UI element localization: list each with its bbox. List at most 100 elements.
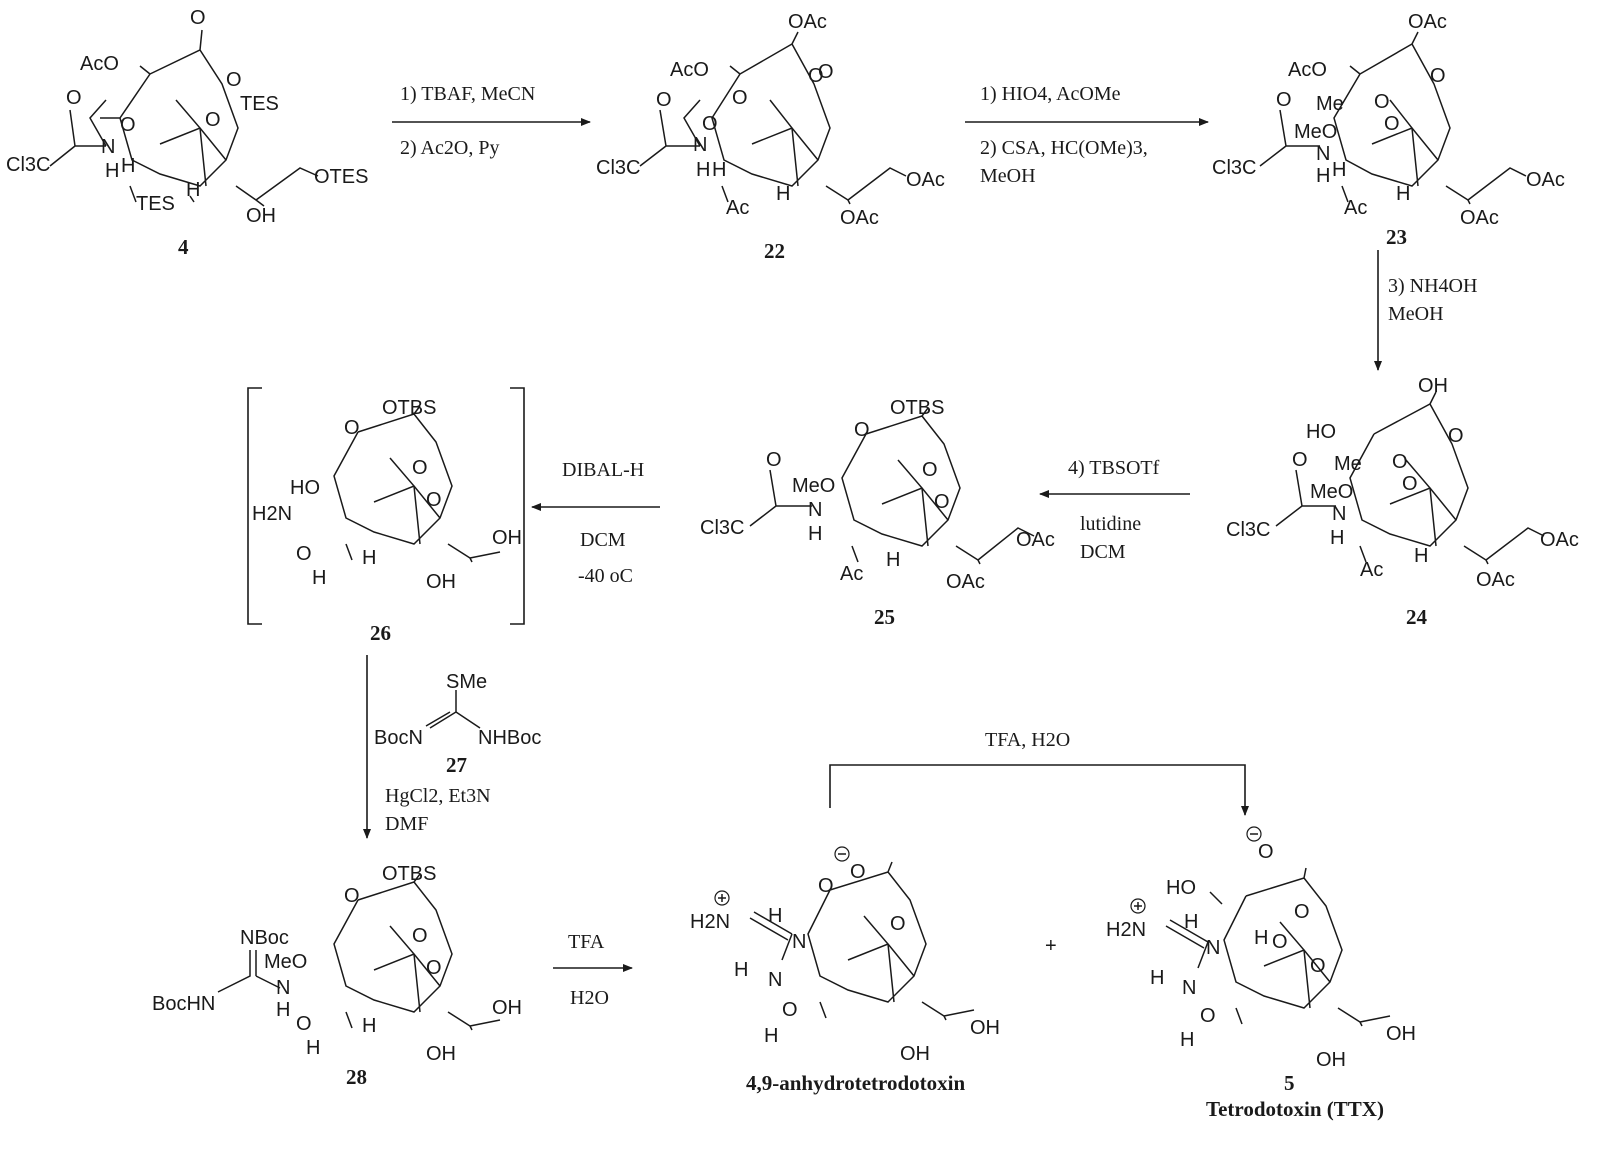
c4-atom-1: O [190,7,206,29]
c28-atom-10: O [296,1013,312,1035]
ttx-name: Tetrodotoxin (TTX) [1206,1097,1384,1121]
c22-atom-2: AcO [670,59,709,81]
c26-atom-7: O [296,543,312,565]
c23-atom-1: OAc [1408,11,1447,33]
c25-atom-10: Ac [840,563,863,585]
c22-atom-4: O [732,87,748,109]
c28-label: 28 [346,1065,367,1089]
c4-atom-9: Cl3C [6,154,50,176]
arrow-anhydro-to-5 [829,764,1249,816]
compound-28: OTBS O O NBoc MeO O BocHN N H O H H OH O… [152,863,522,1089]
condition-24-to-25-step2: lutidine [1080,513,1141,535]
c25-atom-1: OTBS [890,397,944,419]
c22-atom-6: O [818,61,834,83]
ttx-atom-2: HO [1166,877,1196,899]
c26-atom-9: H [362,547,376,569]
ttx-atom-13: H [1180,1029,1194,1051]
c22-atom-7: N [693,134,707,156]
c27-atom-1: SMe [446,671,487,693]
c28-atom-2: O [344,885,360,907]
c28-atom-11: H [306,1037,320,1059]
c23-atom-15: OAc [1526,169,1565,191]
condition-22-to-23-step3: MeOH [980,165,1036,187]
c24-atom-12: Ac [1360,559,1383,581]
c23-atom-13: Ac [1344,197,1367,219]
ttx-atom-10: H [1150,967,1164,989]
c23-atom-16: OAc [1460,207,1499,229]
c24-atom-6: O [1448,425,1464,447]
ttx-atom-4: H2N [1106,919,1146,941]
c28-atom-9: H [276,999,290,1021]
c23-atom-14: H [1396,183,1410,205]
c4-atom-13: H [186,179,200,201]
c23-atom-8: N [1316,143,1330,165]
c28-atom-13: OH [492,997,522,1019]
c4-atom-14: OTES [314,166,368,188]
reaction-arrows [363,118,1382,972]
c27-atom-2: BocN [374,727,423,749]
c25-atom-2: O [854,419,870,441]
c25-atom-8: Cl3C [700,517,744,539]
c26-atom-1: OTBS [382,397,436,419]
ttx-atom-9: O [1310,955,1326,977]
c4-atom-4: O [205,109,221,131]
c25-atom-7: H [808,523,822,545]
anhydro-atom-7: H [734,959,748,981]
condition-23-to-24-step1: 3) NH4OH [1388,275,1477,297]
ttx-atom-6: N [1206,937,1220,959]
anhydro-atom-11: OH [970,1017,1000,1039]
condition-anhydro-to-5: TFA, H2O [985,729,1070,751]
c25-atom-3: O [922,459,938,481]
c26-atom-3: O [412,457,428,479]
anhydro-atom-12: OH [900,1043,930,1065]
c22-atom-9: Cl3C [596,157,640,179]
condition-24-to-25-step3: DCM [1080,541,1126,563]
condition-25-to-26-step3: -40 oC [578,565,633,587]
c22-atom-11: H [712,159,726,181]
c24-atom-10: Cl3C [1226,519,1270,541]
condition-25-to-26-step1: DIBAL-H [562,459,644,481]
compound-25: OTBS O O MeO O N H Cl3C O Ac H OAc OAc 2… [700,397,1055,629]
anhydro-atom-3: O [890,913,906,935]
c26-atom-2: O [344,417,360,439]
c23-atom-11: O [1276,89,1292,111]
c22-atom-13: H [776,183,790,205]
c24-atom-7: O [1402,473,1418,495]
c23-atom-5: MeO [1294,121,1337,143]
condition-24-to-25-step1: 4) TBSOTf [1068,457,1160,479]
c22-label: 22 [764,239,785,263]
ttx-number: 5 [1284,1071,1295,1095]
c25-label: 25 [874,605,895,629]
c4-atom-6: O [120,114,136,136]
c22-atom-5: O [702,113,718,135]
c25-atom-13: OAc [946,571,985,593]
anhydro-atom-5: H [768,905,782,927]
c28-atom-4: NBoc [240,927,289,949]
plus-sign: + [1045,935,1057,957]
condition-23-to-24-step2: MeOH [1388,303,1444,325]
c28-atom-5: MeO [264,951,307,973]
anhydro-atom-10: H [764,1025,778,1047]
c22-atom-14: OAc [906,169,945,191]
c25-atom-5: O [934,491,950,513]
c22-atom-15: OAc [840,207,879,229]
c26-atom-5: O [426,489,442,511]
c28-atom-1: OTBS [382,863,436,885]
compound-anhydrotetrodotoxin: O O O H2N H N H N O H OH OH 4,9-anhydrot… [690,846,1000,1095]
c22-atom-10: O [656,89,672,111]
condition-22-to-23-step1: 1) HIO4, AcOMe [980,83,1121,105]
anhydro-atom-6: N [792,931,806,953]
c26-label: 26 [370,621,391,645]
c24-atom-15: OAc [1476,569,1515,591]
c25-atom-9: O [766,449,782,471]
ttx-atom-3: O [1294,901,1310,923]
compound-24: OH HO Me O MeO O O N H Cl3C O Ac H OAc O… [1226,375,1579,629]
c28-atom-7: BocHN [152,993,215,1015]
c28-atom-6: O [426,957,442,979]
c24-atom-14: OAc [1540,529,1579,551]
c4-atom-2: AcO [80,53,119,75]
c23-atom-9: H [1316,165,1330,187]
c28-atom-14: OH [426,1043,456,1065]
ttx-atom-12: O [1200,1005,1216,1027]
